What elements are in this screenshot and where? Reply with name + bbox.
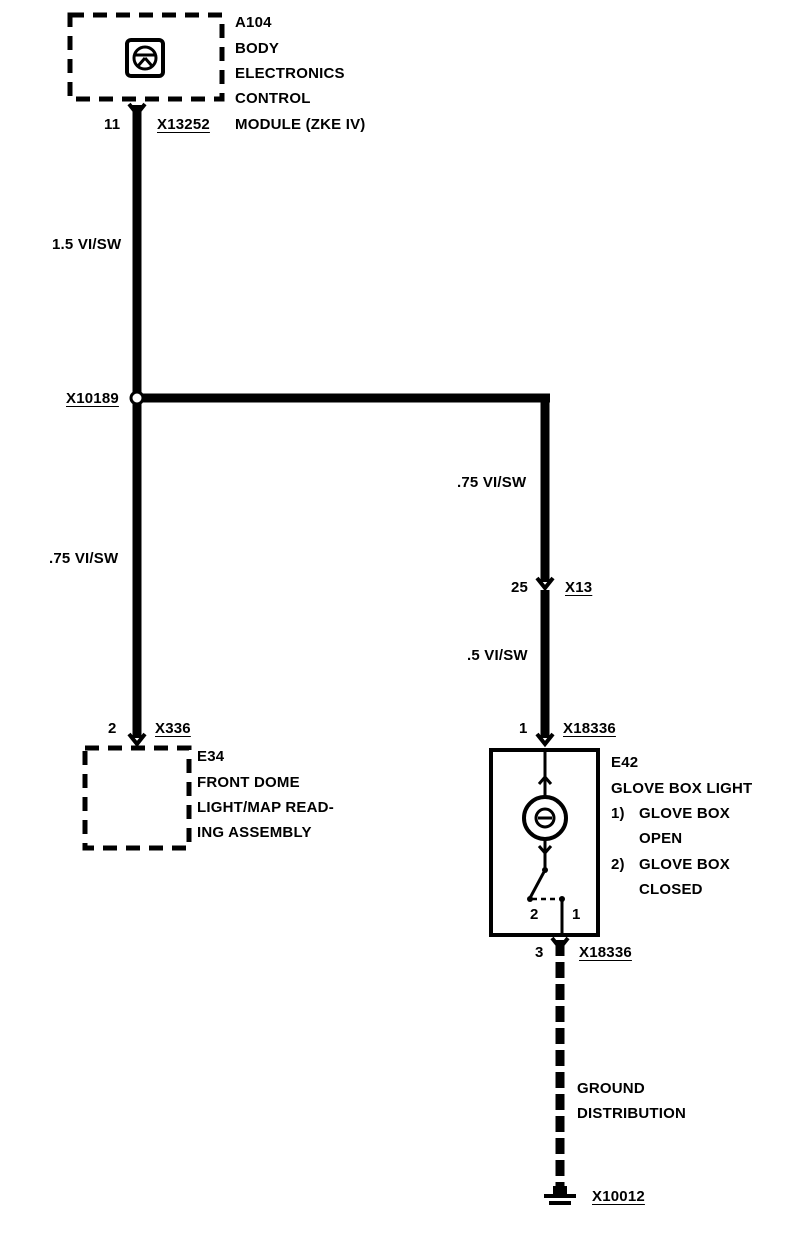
switch-icon xyxy=(527,869,565,935)
dome-name-line: ING ASSEMBLY xyxy=(197,824,312,841)
module-name-line: CONTROL xyxy=(235,90,311,107)
dome-name-line: FRONT DOME xyxy=(197,774,300,791)
legend-line: CLOSED xyxy=(639,881,703,898)
connector-x13252-label: X13252 xyxy=(157,116,210,133)
ground-line: DISTRIBUTION xyxy=(577,1105,687,1122)
module-icon xyxy=(125,38,165,78)
glove-title: GLOVE BOX LIGHT xyxy=(611,780,753,797)
connector-x336-arrow xyxy=(127,732,147,748)
connector-x13252-arrow xyxy=(127,102,147,118)
ground-point-label: X10012 xyxy=(592,1188,645,1205)
splice-x10189 xyxy=(129,390,145,406)
legend-line: OPEN xyxy=(639,830,683,847)
connector-x13-label: X13 xyxy=(565,579,593,596)
connector-x13-pin: 25 xyxy=(511,579,529,596)
wire-branch-right-label: .75 VI/SW xyxy=(457,474,527,491)
splice-label: X10189 xyxy=(66,390,119,407)
module-pin-label: 11 xyxy=(104,116,121,133)
dome-name-line: LIGHT/MAP READ- xyxy=(197,799,334,816)
dome-pin-label: 2 xyxy=(108,720,117,737)
switch-pos-1-label: 1 xyxy=(572,906,581,923)
lamp-icon xyxy=(522,795,568,841)
module-name-line: ELECTRONICS xyxy=(235,65,345,82)
wire-main-feed-label: 1.5 VI/SW xyxy=(52,236,122,253)
module-id: A104 xyxy=(235,14,272,31)
connector-x336-label: X336 xyxy=(155,720,191,737)
switch-pos-2-label: 2 xyxy=(530,906,539,923)
connector-x18336-out-arrow xyxy=(550,936,570,952)
connector-x18336-in-arrow xyxy=(535,732,555,748)
dome-light-box xyxy=(82,745,192,851)
connector-x18336-out-label: X18336 xyxy=(579,944,632,961)
glove-pin-in: 1 xyxy=(519,720,528,737)
connector-x18336-in-label: X18336 xyxy=(563,720,616,737)
dome-id: E34 xyxy=(197,748,225,765)
connector-x13-arrow xyxy=(535,576,555,592)
module-name-line: MODULE (ZKE IV) xyxy=(235,116,366,133)
legend-num: 1) xyxy=(611,805,625,822)
glove-id: E42 xyxy=(611,754,639,771)
ground-line: GROUND xyxy=(577,1080,645,1097)
glove-pin-out: 3 xyxy=(535,944,544,961)
wire-branch-left-label: .75 VI/SW xyxy=(49,550,119,567)
module-name-line: BODY xyxy=(235,40,280,57)
legend-line: GLOVE BOX xyxy=(639,805,730,822)
legend-num: 2) xyxy=(611,856,625,873)
module-a104-box xyxy=(67,12,225,102)
ground-icon xyxy=(544,1186,576,1205)
legend-line: GLOVE BOX xyxy=(639,856,730,873)
wire-glove-feed-label: .5 VI/SW xyxy=(467,647,528,664)
